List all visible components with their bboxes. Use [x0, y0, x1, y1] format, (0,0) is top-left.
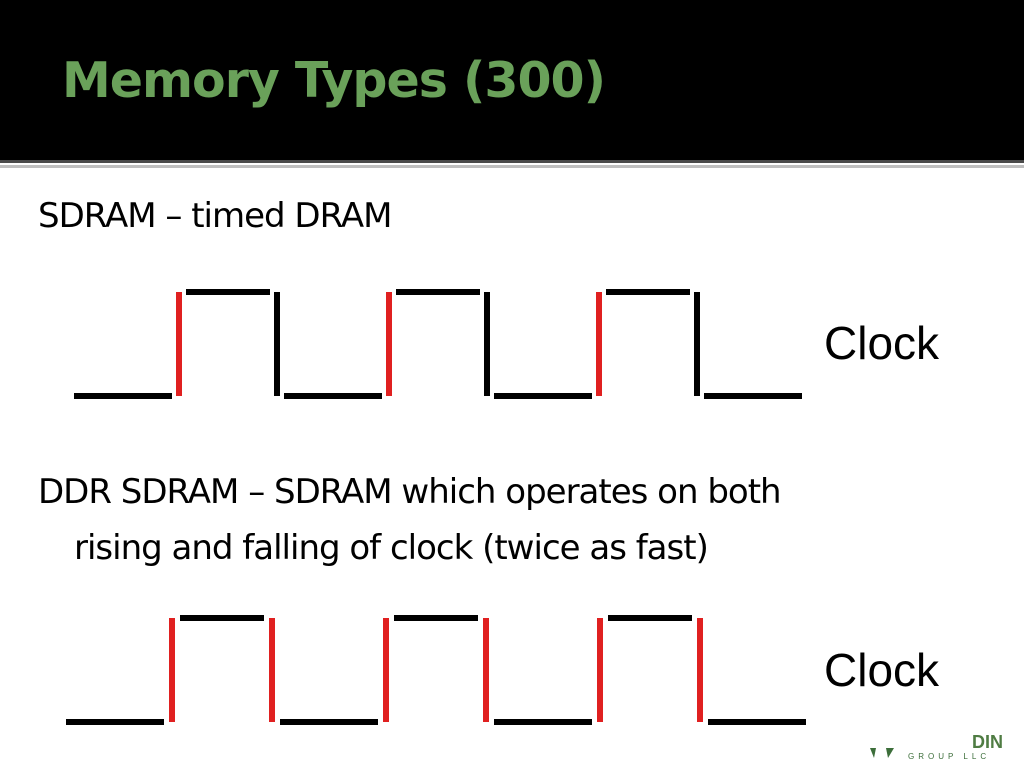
logo-mark-icon	[870, 748, 894, 758]
sdram-clock-label: Clock	[824, 317, 940, 369]
company-logo: DIN GROUP LLC	[864, 728, 1014, 764]
title-divider-light	[0, 165, 1024, 168]
bullet-ddr-line2: rising and falling of clock (twice as fa…	[74, 528, 709, 568]
title-bar: Memory Types (300)	[0, 0, 1024, 160]
logo-text: DIN	[972, 732, 1003, 752]
title-divider-dark	[0, 160, 1024, 163]
ddr-clock-diagram	[66, 615, 806, 725]
slide-title: Memory Types (300)	[62, 52, 606, 109]
bullet-ddr-sdram: DDR SDRAM – SDRAM which operates on both…	[38, 464, 782, 576]
bullet-sdram: SDRAM – timed DRAM	[38, 188, 392, 244]
ddr-clock-label: Clock	[824, 644, 940, 696]
logo-subtext: GROUP LLC	[908, 752, 991, 761]
bullet-sdram-text: SDRAM – timed DRAM	[38, 196, 392, 236]
bullet-ddr-line1: DDR SDRAM – SDRAM which operates on both	[38, 472, 782, 512]
sdram-clock-diagram	[74, 289, 802, 399]
